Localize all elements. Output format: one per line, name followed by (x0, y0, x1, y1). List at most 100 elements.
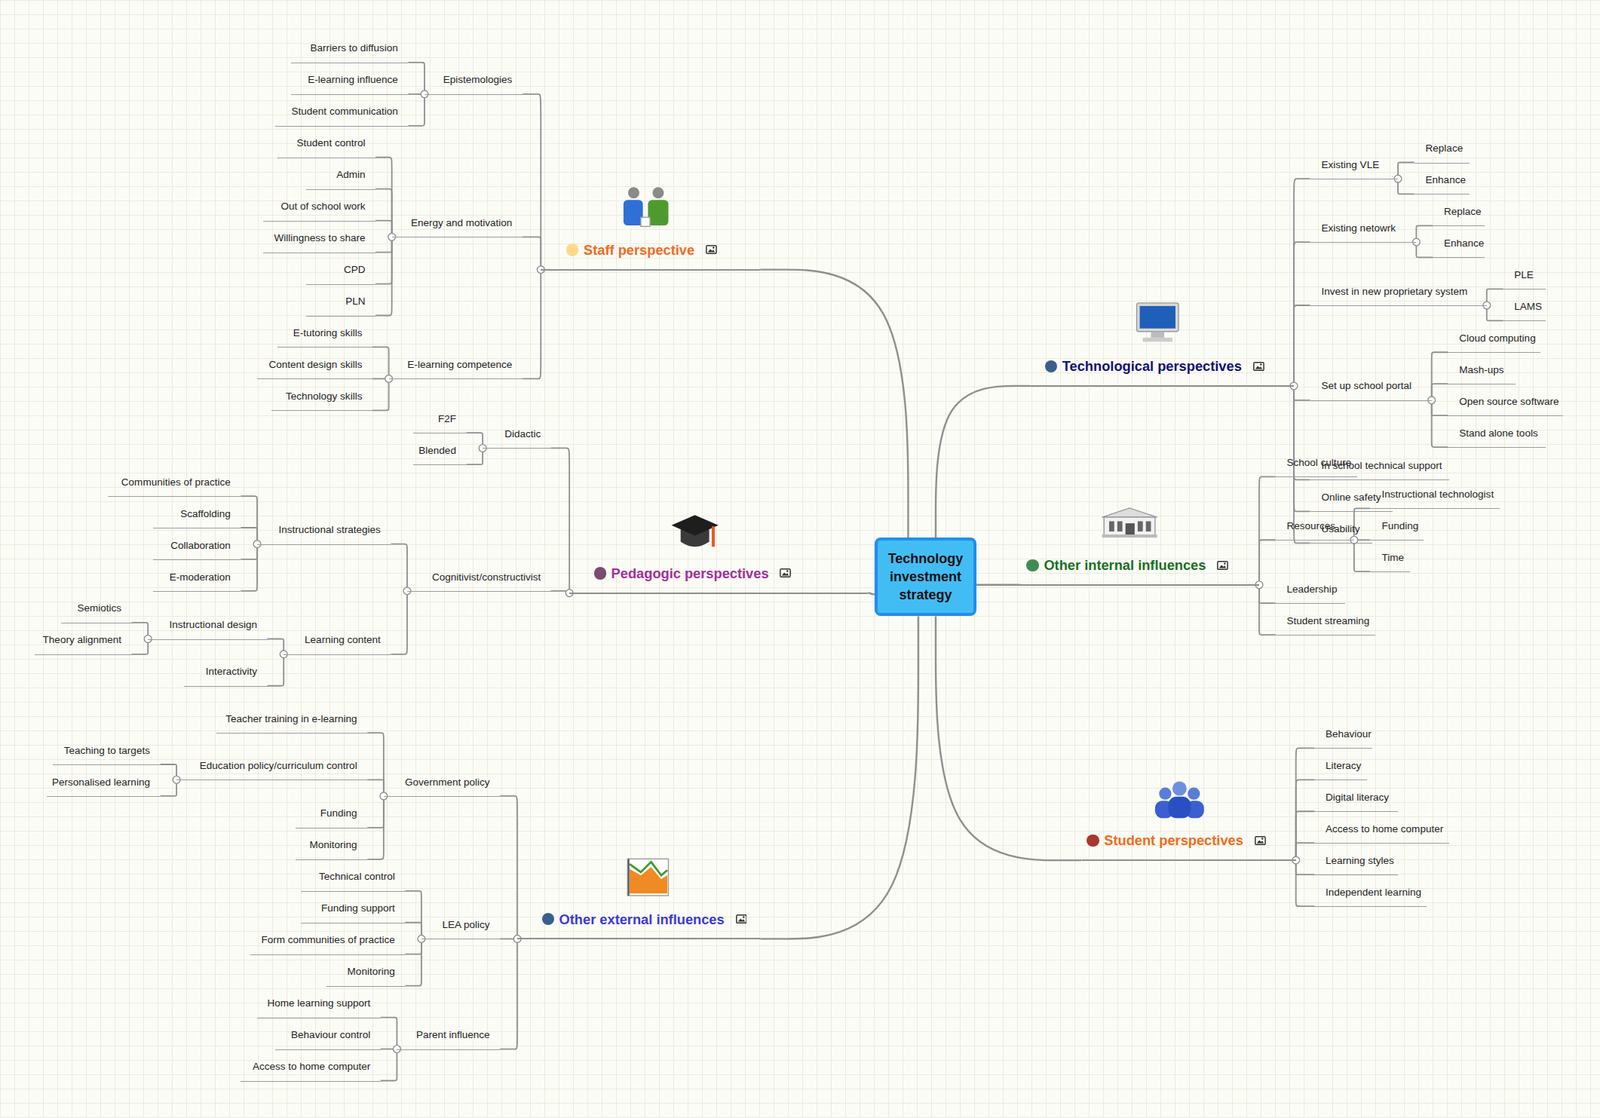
topic-node: Monitoring (295, 836, 368, 861)
junction-circle (478, 444, 487, 453)
topic-node: Blended (413, 441, 466, 466)
topic-node: Replace (1432, 202, 1485, 227)
topic-text: Personalised learning (52, 775, 151, 791)
topic-node: Collaboration (153, 536, 241, 561)
building-icon (1102, 508, 1158, 538)
topic-node: Out of school work (263, 198, 376, 222)
topic-text: Technology skills (285, 389, 362, 405)
topic-node: Time (1370, 548, 1411, 573)
topic-node: Set up school portal (1310, 377, 1432, 402)
icon-mountain (708, 249, 715, 253)
icon-frame (1217, 560, 1228, 570)
topic-node: Existing netowrk (1310, 219, 1417, 243)
figure-head (628, 186, 640, 199)
topic-text: Learning content (304, 633, 381, 648)
topic-node: Education policy/curriculum control (176, 757, 368, 781)
topic-node: PLN (306, 292, 376, 316)
topic-text: E-learning competence (407, 358, 512, 373)
icon-mountain (1219, 564, 1227, 568)
branch-connector (375, 189, 393, 238)
icon-mountain (737, 919, 745, 923)
icon-mountain (1256, 839, 1263, 843)
topic-text: E-learning influence (307, 73, 398, 88)
branch-connector (267, 654, 285, 687)
branch-connector (380, 1017, 398, 1050)
graduation-cap-icon (671, 514, 719, 547)
branch-connector (522, 94, 541, 270)
branch-connector (375, 236, 393, 316)
topic-text: School culture (1287, 456, 1352, 471)
branch-connector (407, 62, 425, 95)
branch-connector (1259, 539, 1276, 586)
branch-connector (375, 236, 393, 284)
figure-head (1158, 787, 1171, 800)
topic-node: Enhance (1414, 171, 1470, 195)
branch-connector (380, 1049, 398, 1082)
branch-connector (1259, 476, 1276, 585)
branch-connector (760, 269, 908, 539)
icon-sun (1223, 562, 1226, 564)
branch-connector (390, 544, 408, 592)
topic-node: Funding (295, 805, 368, 829)
main-branch-node: Other internal influences (1020, 551, 1260, 586)
topic-text: Blended (418, 444, 457, 459)
topic-node: Content design skills (257, 355, 373, 380)
topic-node: Energy and motivation (392, 214, 523, 238)
image-icon (1216, 560, 1229, 571)
monitor-stand (1150, 331, 1165, 338)
icon-frame (780, 569, 791, 578)
topic-text: Form communities of practice (260, 933, 395, 948)
staff-icon (623, 186, 669, 227)
junction-circle (1483, 301, 1491, 310)
topic-node: Enhance (1432, 234, 1485, 258)
building-roof (1102, 508, 1158, 518)
topic-text: Literacy (1325, 759, 1361, 774)
topic-node: PLE (1502, 266, 1546, 290)
icon-frame (706, 245, 717, 255)
topic-text: LEA policy (441, 918, 490, 933)
topic-node: Existing VLE (1310, 156, 1398, 180)
figure-body (1167, 796, 1191, 819)
icon-mountain (781, 573, 789, 577)
topic-text: Out of school work (281, 199, 366, 215)
topic-node: Theory alignment (34, 631, 132, 656)
topic-text: Instructional technologist (1381, 487, 1494, 503)
branch-connector (367, 732, 384, 797)
branch-dot (1086, 834, 1099, 847)
topic-text: Semiotics (76, 601, 122, 617)
topic-text: E-moderation (169, 570, 231, 586)
topic-text: PLE (1514, 268, 1534, 283)
topic-node: Independent learning (1314, 883, 1427, 908)
branch-connector (760, 616, 919, 939)
branch-connector (407, 94, 425, 126)
topic-node: Teaching to targets (52, 741, 160, 766)
building-window (1109, 521, 1115, 532)
branch-connector (367, 796, 384, 828)
topic-text: Energy and motivation (410, 216, 512, 231)
topic-text: Cognitivist/constructivist (432, 570, 541, 586)
branch-connector (240, 496, 258, 545)
topic-text: Student control (297, 136, 366, 151)
topic-text: Set up school portal (1321, 379, 1412, 394)
branch-connector (375, 157, 393, 238)
icon-frame (1253, 362, 1263, 371)
central-topic: Technology investment strategy (874, 537, 977, 617)
branch-connector (935, 616, 1082, 861)
topic-text: Stand alone tools (1459, 426, 1538, 442)
chart-axis (628, 858, 630, 896)
main-branch-node: Technological perspectives (1030, 352, 1294, 387)
image-icon (779, 568, 791, 578)
topic-text: Scaffolding (180, 507, 231, 522)
building-body (1103, 517, 1156, 536)
topic-node: Instructional technologist (1370, 485, 1501, 509)
topic-node: Behaviour (1314, 725, 1373, 749)
branch-connector (404, 938, 422, 986)
topic-text: Theory alignment (42, 633, 122, 648)
topic-text: Teacher training in e-learning (225, 712, 357, 727)
topic-text: E-tutoring skills (293, 326, 363, 341)
topic-text: Funding (1381, 519, 1419, 534)
icon-sun (1261, 837, 1263, 840)
topic-text: Willingness to share (274, 231, 366, 246)
figure-desk (640, 217, 650, 227)
topic-node: Leadership (1275, 580, 1346, 604)
